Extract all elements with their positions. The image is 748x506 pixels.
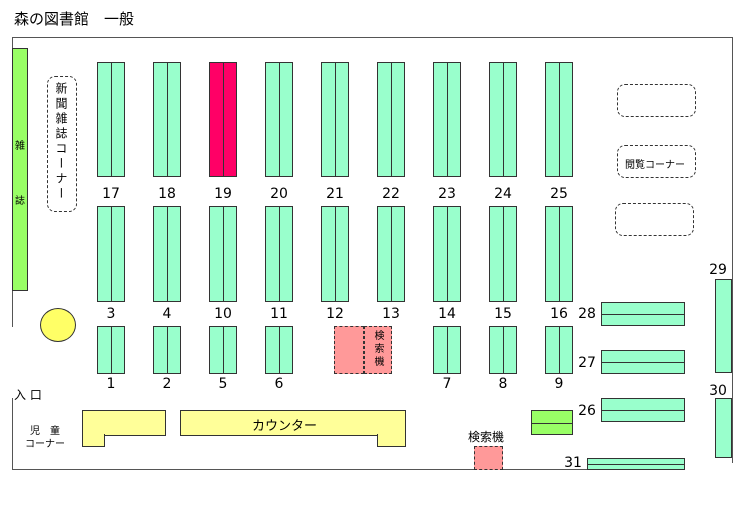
shelf-29[interactable] bbox=[715, 279, 732, 373]
shelf-number-11: 11 bbox=[270, 306, 288, 322]
magazine-shelf[interactable] bbox=[12, 48, 28, 291]
shelf-number-22: 22 bbox=[382, 186, 400, 202]
shelf-22[interactable] bbox=[377, 62, 405, 177]
shelf-number-21: 21 bbox=[326, 186, 344, 202]
entrance-label: 入 口 bbox=[14, 388, 42, 402]
shelf-9[interactable] bbox=[545, 326, 573, 374]
display-table[interactable] bbox=[531, 410, 573, 435]
shelf-number-24: 24 bbox=[494, 186, 512, 202]
shelf-number-26: 26 bbox=[578, 403, 596, 419]
shelf-number-29: 29 bbox=[709, 262, 727, 278]
shelf-27[interactable] bbox=[601, 350, 685, 374]
shelf-13[interactable] bbox=[377, 206, 405, 302]
shelf-number-31: 31 bbox=[564, 455, 582, 471]
search-terminal-1-label: 検索機 bbox=[372, 330, 383, 369]
shelf-14[interactable] bbox=[433, 206, 461, 302]
shelf-31[interactable] bbox=[587, 458, 685, 470]
shelf-number-19: 19 bbox=[214, 186, 232, 202]
reading-table-2[interactable] bbox=[615, 203, 694, 236]
children-corner-label-1: 児 童 bbox=[30, 426, 60, 437]
shelf-number-6: 6 bbox=[274, 376, 284, 392]
shelf-number-3: 3 bbox=[106, 306, 116, 322]
shelf-4[interactable] bbox=[153, 206, 181, 302]
shelf-26[interactable] bbox=[601, 398, 685, 422]
counter-label: カウンター bbox=[252, 419, 318, 434]
shelf-24[interactable] bbox=[489, 62, 517, 177]
children-corner-label-2: コーナー bbox=[25, 439, 65, 450]
reading-corner[interactable] bbox=[617, 145, 696, 178]
newspaper-corner-label: 新聞雑誌コーナー bbox=[54, 82, 68, 202]
pillar bbox=[40, 308, 76, 342]
search-terminal-2[interactable] bbox=[474, 446, 503, 470]
shelf-number-30: 30 bbox=[709, 383, 727, 399]
shelf-11[interactable] bbox=[265, 206, 293, 302]
shelf-23[interactable] bbox=[433, 62, 461, 177]
shelf-15[interactable] bbox=[489, 206, 517, 302]
shelf-number-7: 7 bbox=[442, 376, 452, 392]
wall-top bbox=[13, 37, 733, 38]
shelf-number-13: 13 bbox=[382, 306, 400, 322]
shelf-5[interactable] bbox=[209, 326, 237, 374]
shelf-number-15: 15 bbox=[494, 306, 512, 322]
shelf-16[interactable] bbox=[545, 206, 573, 302]
shelf-number-10: 10 bbox=[214, 306, 232, 322]
shelf-19[interactable] bbox=[209, 62, 237, 177]
magazine-label-1: 雑 bbox=[15, 141, 25, 152]
shelf-20[interactable] bbox=[265, 62, 293, 177]
shelf-number-23: 23 bbox=[438, 186, 456, 202]
magazine-label-2: 誌 bbox=[15, 196, 25, 207]
shelf-8[interactable] bbox=[489, 326, 517, 374]
wall-left-lower bbox=[12, 398, 13, 470]
shelf-number-28: 28 bbox=[578, 306, 596, 322]
shelf-7[interactable] bbox=[433, 326, 461, 374]
newspaper-corner[interactable] bbox=[47, 76, 77, 212]
page-title: 森の図書館 一般 bbox=[14, 10, 135, 28]
reading-table-1[interactable] bbox=[617, 84, 696, 117]
shelf-25[interactable] bbox=[545, 62, 573, 177]
search-terminal-1[interactable] bbox=[364, 326, 392, 374]
shelf-30[interactable] bbox=[715, 398, 732, 458]
reading-corner-label: 閲覧コーナー bbox=[625, 160, 685, 171]
shelf-number-4: 4 bbox=[162, 306, 172, 322]
shelf-28[interactable] bbox=[601, 302, 685, 326]
search-terminal-2-label: 検索機 bbox=[468, 430, 505, 444]
shelf-number-14: 14 bbox=[438, 306, 456, 322]
counter-right[interactable] bbox=[180, 410, 406, 436]
shelf-17[interactable] bbox=[97, 62, 125, 177]
shelf-3[interactable] bbox=[97, 206, 125, 302]
shelf-number-20: 20 bbox=[270, 186, 288, 202]
counter-left-foot[interactable] bbox=[82, 434, 105, 447]
shelf-number-1: 1 bbox=[106, 376, 116, 392]
shelf-number-18: 18 bbox=[158, 186, 176, 202]
shelf-number-17: 17 bbox=[102, 186, 120, 202]
shelf-18[interactable] bbox=[153, 62, 181, 177]
shelf-1[interactable] bbox=[97, 326, 125, 374]
shelf-number-8: 8 bbox=[498, 376, 508, 392]
shelf-6[interactable] bbox=[265, 326, 293, 374]
shelf-number-12: 12 bbox=[326, 306, 344, 322]
shelf-21[interactable] bbox=[321, 62, 349, 177]
shelf-number-5: 5 bbox=[218, 376, 228, 392]
shelf-number-2: 2 bbox=[162, 376, 172, 392]
counter-right-foot[interactable] bbox=[377, 434, 406, 447]
shelf-10[interactable] bbox=[209, 206, 237, 302]
wall-bottom bbox=[12, 469, 587, 470]
wall-right bbox=[732, 37, 733, 463]
shelf-number-16: 16 bbox=[550, 306, 568, 322]
search-terminal-1-table[interactable] bbox=[334, 326, 364, 374]
shelf-number-9: 9 bbox=[554, 376, 564, 392]
counter-left[interactable] bbox=[82, 410, 166, 436]
shelf-2[interactable] bbox=[153, 326, 181, 374]
shelf-12[interactable] bbox=[321, 206, 349, 302]
shelf-number-25: 25 bbox=[550, 186, 568, 202]
shelf-number-27: 27 bbox=[578, 355, 596, 371]
